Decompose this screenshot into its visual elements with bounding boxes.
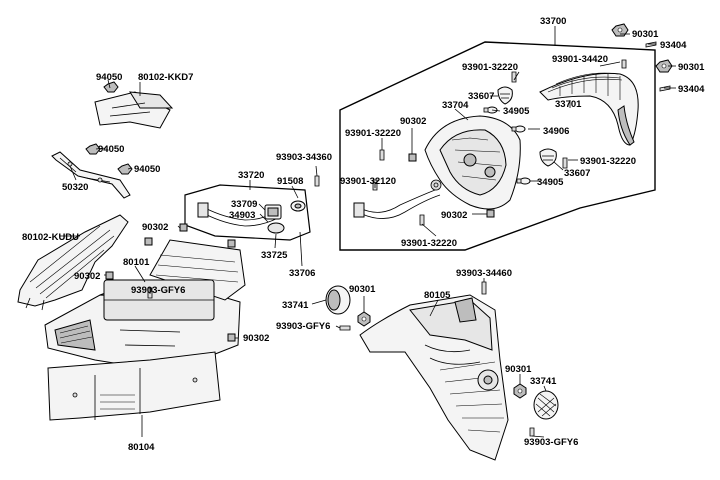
label-33741b: 33741 [530,376,557,387]
label-33607a: 33607 [468,91,494,102]
label-91508: 91508 [277,176,303,187]
label-33720: 33720 [238,170,264,181]
screw-group-tail [372,59,627,226]
reflector-33741b [533,390,559,420]
label-93901-34420: 93901-34420 [552,54,608,65]
wiring-harness [353,179,442,219]
label-90302d: 90302 [74,271,100,282]
label-93903-GFY6a: 93903-GFY6 [131,285,185,296]
nut-94050c [117,163,133,175]
label-93404a: 93404 [660,40,687,51]
socket-91508 [290,200,306,212]
nut-90301a [611,23,629,37]
label-34906: 34906 [543,126,569,137]
label-33709: 33709 [231,199,257,210]
label-90302c: 90302 [142,222,168,233]
label-33706: 33706 [289,268,315,279]
label-90301b: 90301 [678,62,705,73]
label-90302b: 90302 [441,210,467,221]
label-94050b: 94050 [98,144,124,155]
grommet-90302a [408,153,417,162]
label-80102-KKD7: 80102-KKD7 [138,72,193,83]
nut-90301b [655,59,673,73]
label-33701: 33701 [555,99,582,110]
nut-90301d [513,383,527,399]
label-33700: 33700 [540,16,566,27]
label-90301c: 90301 [349,284,376,295]
bulb-34906 [511,125,526,133]
mud-flap-80104 [47,351,221,421]
bolt-93404b [659,85,671,92]
label-90301a: 90301 [632,29,659,40]
lens-33725 [267,222,285,234]
bracket-80102-KKD7 [94,91,174,129]
label-34905a: 34905 [503,106,530,117]
label-93903-34360: 93903-34360 [276,152,332,163]
grommet-90302b [486,209,495,218]
label-34903: 34903 [229,210,255,221]
grommet-90302c [144,237,153,246]
label-93903-GFY6b: 93903-GFY6 [276,321,330,332]
grommet-90302c2 [179,223,188,232]
label-93901-32220b: 93901-32220 [345,128,401,139]
label-33741a: 33741 [282,300,309,311]
group-frame-33700 [339,41,656,251]
label-80101: 80101 [123,257,150,268]
bolt-93404a [645,41,657,48]
battery-box-80101 [44,239,246,369]
screw-93903-GFY6b [339,325,351,331]
label-94050a: 94050 [96,72,122,83]
label-80104: 80104 [128,442,155,453]
leader-lines [60,26,676,438]
label-93901-32220c: 93901-32220 [580,156,636,167]
label-80105: 80105 [424,290,451,301]
nut-90301c [357,311,371,327]
part-labels: 33700 90301 93404 90301 93404 93901-3442… [22,16,705,453]
tail-housing-33704 [424,115,521,210]
screw-93903-34360 [314,175,320,187]
tail-light-group [339,41,656,251]
label-90301d: 90301 [505,364,532,375]
grommet-90302d [105,271,114,280]
label-33607b: 33607 [564,168,590,179]
tail-lens-33701 [539,72,639,146]
nut-94050a [103,81,119,93]
label-93903-34460: 93903-34460 [456,268,512,279]
label-33704: 33704 [442,100,469,111]
label-80102-KUDU: 80102-KUDU [22,232,79,243]
label-93901-32220d: 93901-32220 [401,238,457,249]
screw-93903-34460 [481,281,487,295]
side-cover-80102-KUDU [17,214,129,311]
label-90302a: 90302 [400,116,426,127]
label-93901-32120: 93901-32120 [340,176,396,187]
label-93901-32220a: 93901-32220 [462,62,518,73]
label-93903-GFY6c: 93903-GFY6 [524,437,578,448]
nut-94050b [85,143,101,155]
bracket-50320 [51,151,131,199]
socket-33607b [539,148,557,167]
rear-fender-80105 [359,294,509,461]
socket-33607a [497,86,513,105]
label-90302e: 90302 [243,333,269,344]
label-50320: 50320 [62,182,88,193]
grommet-90302e [227,333,236,342]
reflector-33741a [325,285,351,315]
grommet-90302c3 [227,239,236,248]
switch-33709 [264,204,282,220]
label-93404b: 93404 [678,84,705,95]
label-94050c: 94050 [134,164,160,175]
label-34905b: 34905 [537,177,564,188]
bulb-34905b [516,177,531,185]
label-33725: 33725 [261,250,288,261]
screw-93903-GFY6c [529,427,535,437]
